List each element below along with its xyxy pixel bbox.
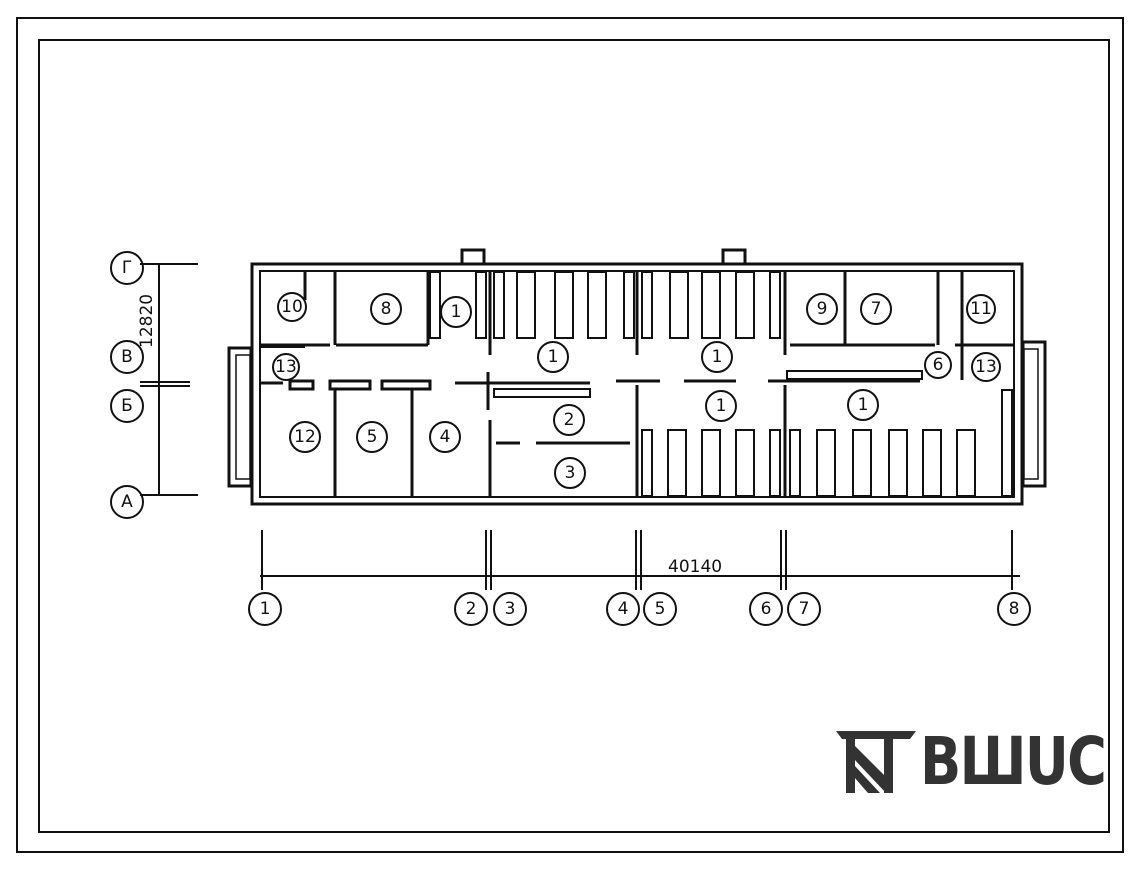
room-1-label: 1: [716, 396, 727, 416]
room-12-label: 12: [294, 427, 316, 447]
room-7-label: 7: [871, 299, 882, 319]
axis-label-V: В: [121, 347, 133, 367]
room-1-label: 1: [712, 347, 723, 367]
room-13-label: 13: [975, 357, 997, 377]
room-5-label: 5: [367, 427, 378, 447]
room-2-label: 2: [564, 410, 575, 430]
room-6-label: 6: [933, 355, 944, 375]
room-10-label: 10: [281, 297, 303, 317]
axis-label-7: 7: [799, 599, 810, 619]
room-4-label: 4: [440, 427, 451, 447]
room-3-label: 3: [565, 463, 576, 483]
overall-width-dimension: 12820: [137, 294, 157, 348]
outer-frame: [16, 17, 1124, 853]
axis-label-4: 4: [618, 599, 629, 619]
room-13-label: 13: [275, 357, 297, 377]
room-1-label: 1: [451, 302, 462, 322]
logo: ВШUС: [836, 723, 1139, 800]
axis-label-8: 8: [1009, 599, 1020, 619]
logo-text: ВШUС: [920, 723, 1107, 800]
axis-label-3: 3: [505, 599, 516, 619]
logo-icon: [836, 731, 916, 793]
room-1-label: 1: [548, 347, 559, 367]
room-11-label: 11: [970, 299, 992, 319]
axis-label-A: А: [121, 492, 133, 512]
axis-label-G: Г: [122, 258, 132, 278]
axis-label-2: 2: [466, 599, 477, 619]
inner-frame: [38, 39, 1110, 833]
axis-label-B: Б: [121, 396, 133, 416]
room-9-label: 9: [817, 299, 828, 319]
axis-label-5: 5: [655, 599, 666, 619]
room-8-label: 8: [381, 299, 392, 319]
room-1-label: 1: [858, 395, 869, 415]
axis-label-6: 6: [761, 599, 772, 619]
axis-label-1: 1: [260, 599, 271, 619]
overall-length-dimension: 40140: [668, 557, 722, 577]
